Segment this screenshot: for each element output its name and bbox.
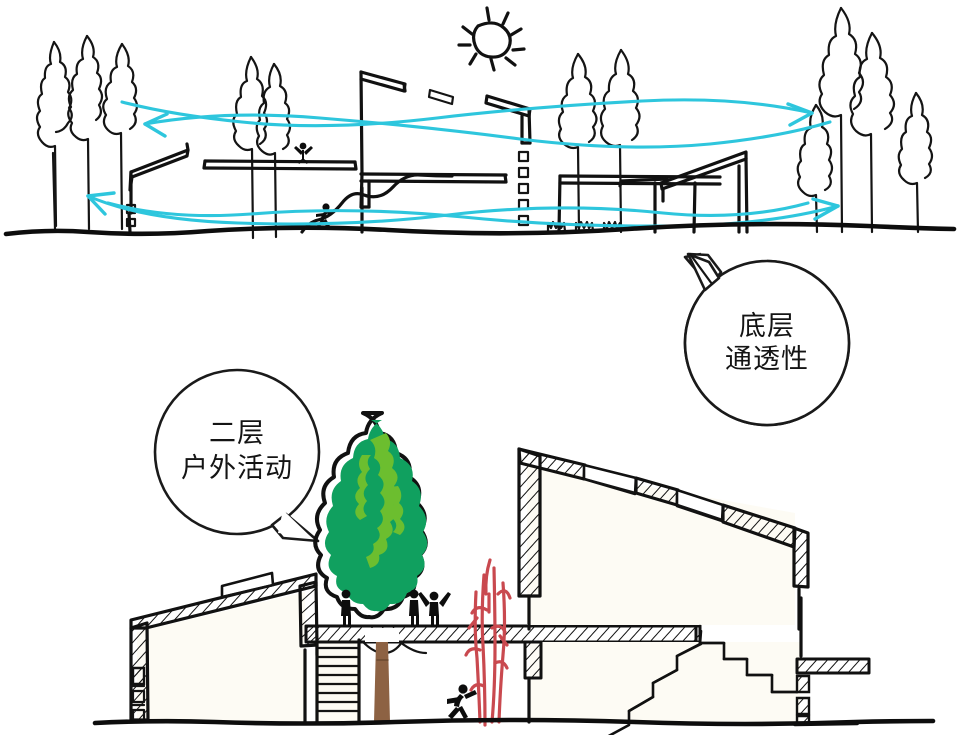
courtyard-tree — [313, 411, 428, 722]
figure-arms-raised — [418, 591, 451, 627]
dashed-column — [517, 150, 530, 227]
callout-ground-floor-permeability: 底层 通透性 — [683, 252, 851, 427]
stair-left — [315, 638, 361, 724]
tree-cluster-right — [796, 6, 934, 234]
figure-standing-left — [341, 589, 351, 627]
right-volume-sloped-roof — [517, 447, 810, 724]
callout-1-line-2: 通透性 — [725, 344, 809, 374]
upper-ground-line — [3, 221, 957, 237]
lower-building-section — [92, 411, 936, 735]
red-sketch-tree — [464, 558, 512, 727]
upper-building-left — [125, 142, 190, 234]
grand-staircase — [607, 624, 871, 735]
callout-2-line-2: 户外活动 — [181, 453, 293, 483]
tree-cluster-center-right — [557, 48, 641, 234]
tree-cluster-left — [35, 34, 139, 231]
wind-arrows-upper — [86, 98, 840, 228]
sun-icon — [457, 6, 526, 72]
left-volume-sloped-roof — [129, 571, 319, 724]
lower-ground-line-right — [792, 720, 860, 727]
upper-site-section — [3, 6, 957, 240]
figure-running-lower — [447, 684, 477, 719]
figure-standing-mid — [409, 589, 419, 627]
callout-second-floor-outdoor-activity: 二层 户外活动 — [153, 368, 321, 543]
upper-building-right — [557, 150, 749, 234]
figure-standing-arms-up — [294, 142, 313, 164]
terrain-slope — [300, 173, 454, 234]
callout-2-line-1: 二层 — [209, 418, 265, 448]
callout-1-line-1: 底层 — [739, 311, 795, 341]
